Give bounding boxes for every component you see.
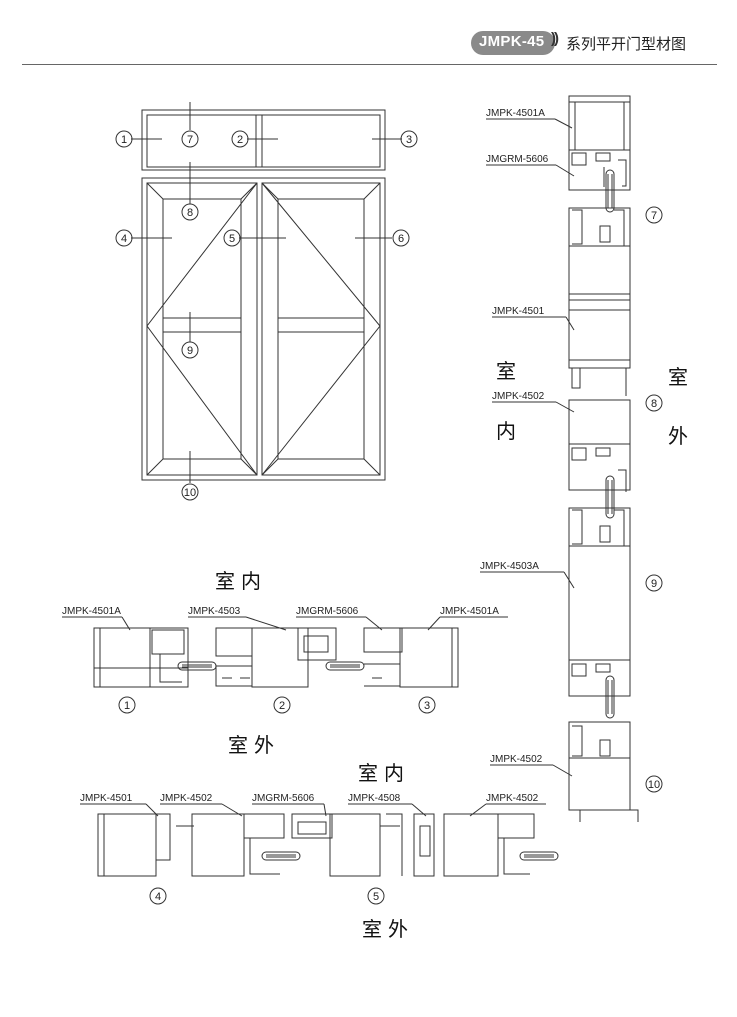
marker-circles [115, 130, 663, 905]
series-badge [471, 31, 555, 55]
horizontal-section-lower [97, 813, 559, 877]
door-elevation [141, 109, 386, 481]
label-jmpk-4502-lower-right: JMPK-4502 [486, 793, 539, 804]
label-jmpk-4501-lower: JMPK-4501 [80, 793, 133, 804]
series-badge-label: JMPK-45 [479, 33, 545, 50]
horizontal-section-upper [93, 627, 459, 688]
marker-10: 10 [184, 487, 196, 499]
door-frame [141, 177, 386, 481]
section-marker-4: 4 [155, 891, 161, 903]
caption-indoor-vertical-2: 内 [496, 420, 516, 443]
upper-section-leaders [62, 616, 508, 631]
caption-outdoor-upper: 室外 [228, 734, 280, 757]
label-jmpk-4501-right: JMPK-4501 [492, 306, 545, 317]
marker-3: 3 [406, 134, 412, 146]
door-leaders [131, 102, 402, 483]
section-marker-3: 3 [424, 700, 430, 712]
label-jmpk-4501a-right: JMPK-4501A [440, 606, 499, 617]
label-jmpk-4503: JMPK-4503 [188, 606, 241, 617]
label-jmgrm-5606-top: JMGRM-5606 [486, 154, 549, 165]
marker-9: 9 [187, 345, 193, 357]
badge-arrow-icon: )) [551, 30, 559, 47]
page-title: 系列平开门型材图 [566, 36, 687, 53]
marker-1: 1 [121, 134, 127, 146]
section-marker-10: 10 [648, 779, 660, 791]
section-marker-8: 8 [651, 398, 657, 410]
label-jmgrm-5606-mid: JMGRM-5606 [296, 606, 359, 617]
marker-8: 8 [187, 207, 193, 219]
section-marker-1: 1 [124, 700, 130, 712]
label-jmgrm-5606-lower: JMGRM-5606 [252, 793, 315, 804]
marker-2: 2 [237, 134, 243, 146]
label-jmpk-4502-right: JMPK-4502 [492, 391, 545, 402]
label-jmpk-4501a-left: JMPK-4501A [62, 606, 121, 617]
vertical-section-leaders [480, 118, 575, 777]
label-jmpk-4501a-top: JMPK-4501A [486, 108, 545, 119]
page-header: JMPK-45 )) 系列平开门型材图 [0, 0, 737, 68]
label-jmpk-4503a: JMPK-4503A [480, 561, 539, 572]
caption-outdoor-vertical-1: 室 [668, 366, 688, 389]
label-jmpk-4502-lower-left: JMPK-4502 [160, 793, 213, 804]
lower-section-leaders [80, 803, 546, 817]
section-marker-2: 2 [279, 700, 285, 712]
marker-4: 4 [121, 233, 127, 245]
section-marker-7: 7 [651, 210, 657, 222]
marker-5: 5 [229, 233, 235, 245]
marker-6: 6 [398, 233, 404, 245]
caption-outdoor-lower: 室外 [362, 918, 414, 941]
label-jmpk-4502-bottom: JMPK-4502 [490, 754, 543, 765]
vertical-section [568, 95, 639, 822]
left-leaf [146, 182, 258, 476]
caption-outdoor-vertical-2: 外 [668, 425, 688, 448]
marker-7: 7 [187, 134, 193, 146]
section-marker-9: 9 [651, 578, 657, 590]
caption-indoor-upper: 室内 [215, 570, 267, 593]
section-marker-5: 5 [373, 891, 379, 903]
right-leaf [261, 182, 381, 476]
label-jmpk-4508: JMPK-4508 [348, 793, 401, 804]
caption-indoor-vertical-1: 室 [496, 360, 516, 383]
transom-frame [141, 109, 386, 171]
caption-indoor-lower: 室内 [358, 762, 410, 785]
header-rule [22, 64, 717, 65]
